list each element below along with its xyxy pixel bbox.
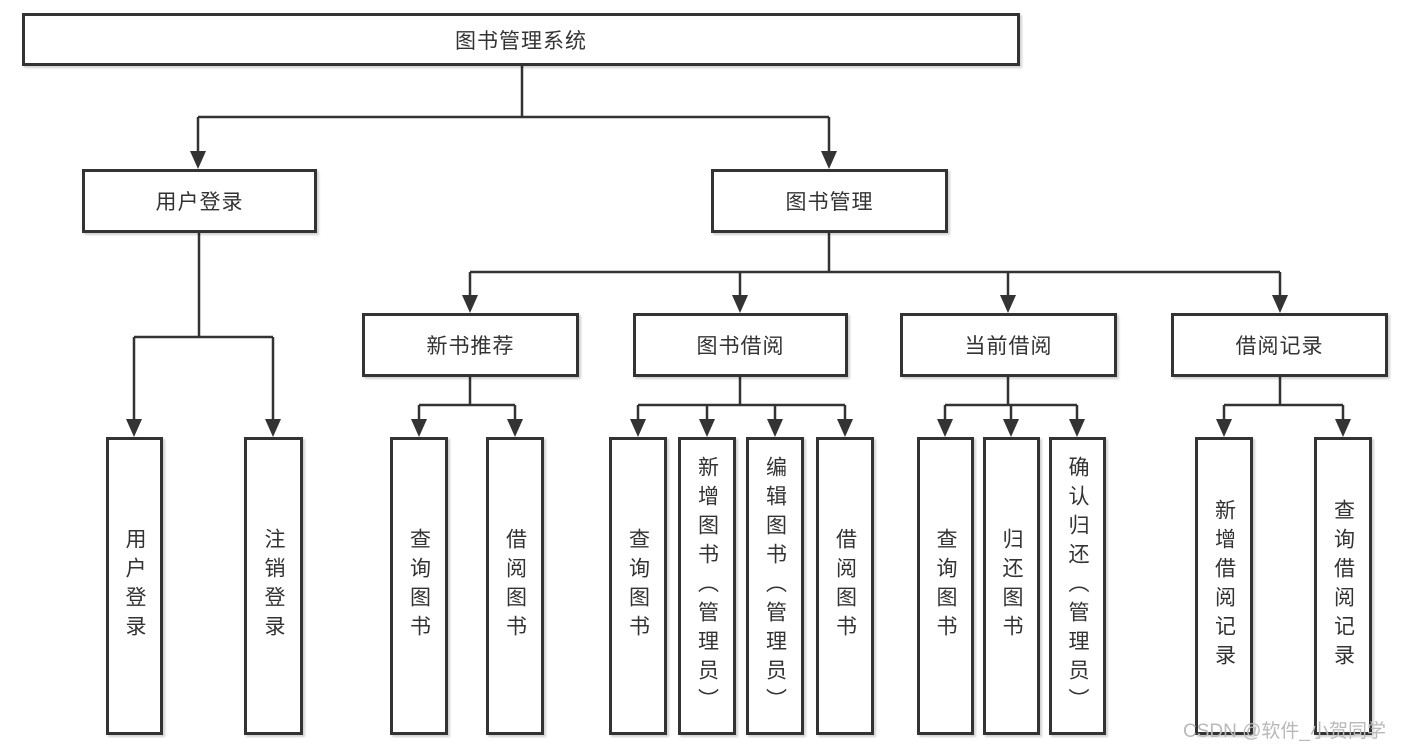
node-library-system-root: 图书管理系统 [22,13,1020,66]
node-current-borrow: 当前借阅 [900,313,1117,377]
leaf-query-borrow-record: 查询借阅记录 [1314,437,1372,735]
leaf-query-books-recommend: 查询图书 [390,437,448,735]
leaf-return-book: 归还图书 [983,437,1040,735]
node-book-management: 图书管理 [711,169,948,233]
leaf-user-login: 用户登录 [106,437,163,735]
leaf-add-book-admin: 新增图书（管理员） [678,437,736,735]
leaf-edit-book-admin: 编辑图书（管理员） [746,437,804,735]
node-book-borrow: 图书借阅 [633,313,848,377]
leaf-borrow-books: 借阅图书 [816,437,874,735]
leaf-confirm-return-admin: 确认归还（管理员） [1049,437,1106,735]
watermark: CSDN @软件_小贺同学 [1183,721,1386,742]
leaf-logout: 注销登录 [244,437,303,735]
node-new-book-recommend: 新书推荐 [362,313,579,377]
leaf-query-books-current: 查询图书 [917,437,974,735]
leaf-borrow-books-recommend: 借阅图书 [486,437,544,735]
leaf-query-books-borrow: 查询图书 [609,437,667,735]
node-borrow-records: 借阅记录 [1171,313,1388,377]
node-user-login: 用户登录 [82,169,317,233]
connector-path [132,66,1345,433]
leaf-add-borrow-record: 新增借阅记录 [1195,437,1253,735]
